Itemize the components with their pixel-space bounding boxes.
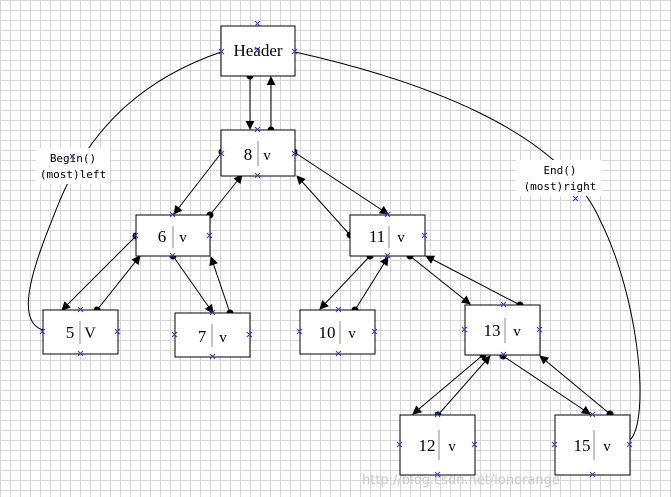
arrow-13-to-11: [425, 255, 521, 306]
node-15-suffix: v: [603, 439, 611, 455]
node-8-suffix: v: [263, 148, 271, 164]
node-12-suffix: v: [448, 439, 456, 455]
arrow-15-to-13: [539, 355, 611, 415]
arrow-8-to-11: [293, 151, 389, 215]
node-7-label: 7: [198, 327, 207, 346]
arrow-11-to-13: [409, 255, 471, 305]
node-10-label: 10: [319, 323, 336, 342]
arrow-6-to-7: [172, 255, 214, 314]
node-5: 5 V: [42, 309, 119, 355]
link-header-to-5: [27, 51, 222, 331]
arrow-13-to-15: [502, 355, 591, 415]
end-label-line2: (most)right: [524, 180, 597, 193]
arrow-7-to-6: [209, 256, 231, 314]
node-13-suffix: v: [513, 324, 521, 340]
end-label-line1: End(): [543, 164, 576, 177]
node-13: 13 v: [464, 304, 541, 356]
arrow-11-to-8: [296, 175, 351, 236]
arrow-11-to-10: [319, 255, 371, 310]
node-5-suffix: V: [84, 325, 96, 342]
node-11: 11 v: [349, 214, 426, 257]
arrow-13-to-12: [412, 354, 484, 415]
node-11-suffix: v: [397, 230, 405, 246]
node-6: 6 v: [135, 214, 211, 257]
arrow-10-to-11: [354, 256, 389, 311]
arrow-6-to-5: [61, 235, 137, 311]
node-11-label: 11: [369, 227, 385, 246]
begin-label-line1: Begin(): [50, 152, 96, 165]
node-12-label: 12: [419, 436, 436, 455]
end-label-bg: [516, 160, 602, 196]
node-5-label: 5: [66, 323, 75, 342]
node-7: 7 v: [174, 312, 251, 358]
arrow-8-to-6: [173, 151, 223, 215]
begin-label-line2: (most)left: [40, 168, 106, 181]
node-12: 12 v: [399, 414, 476, 476]
node-10-suffix: v: [348, 326, 356, 342]
node-13-label: 13: [484, 321, 501, 340]
header-node: Header: [220, 25, 296, 77]
watermark-text: http://blog.csdn.net/lonorange: [362, 473, 560, 488]
node-8: 8 v: [220, 129, 296, 177]
node-10: 10 v: [299, 309, 376, 355]
arrow-5-to-6: [96, 255, 141, 311]
node-15-label: 15: [574, 436, 591, 455]
link-header-to-15: [294, 51, 641, 441]
arrow-6-to-8: [209, 174, 243, 216]
node-6-label: 6: [158, 227, 167, 246]
node-6-suffix: v: [179, 230, 187, 246]
node-15: 15 v: [554, 414, 631, 476]
node-8-label: 8: [244, 145, 253, 164]
connection-markers: [39, 20, 633, 478]
arrow-12-to-13: [437, 355, 491, 416]
begin-label-bg: [36, 148, 110, 184]
node-7-suffix: v: [219, 330, 227, 346]
